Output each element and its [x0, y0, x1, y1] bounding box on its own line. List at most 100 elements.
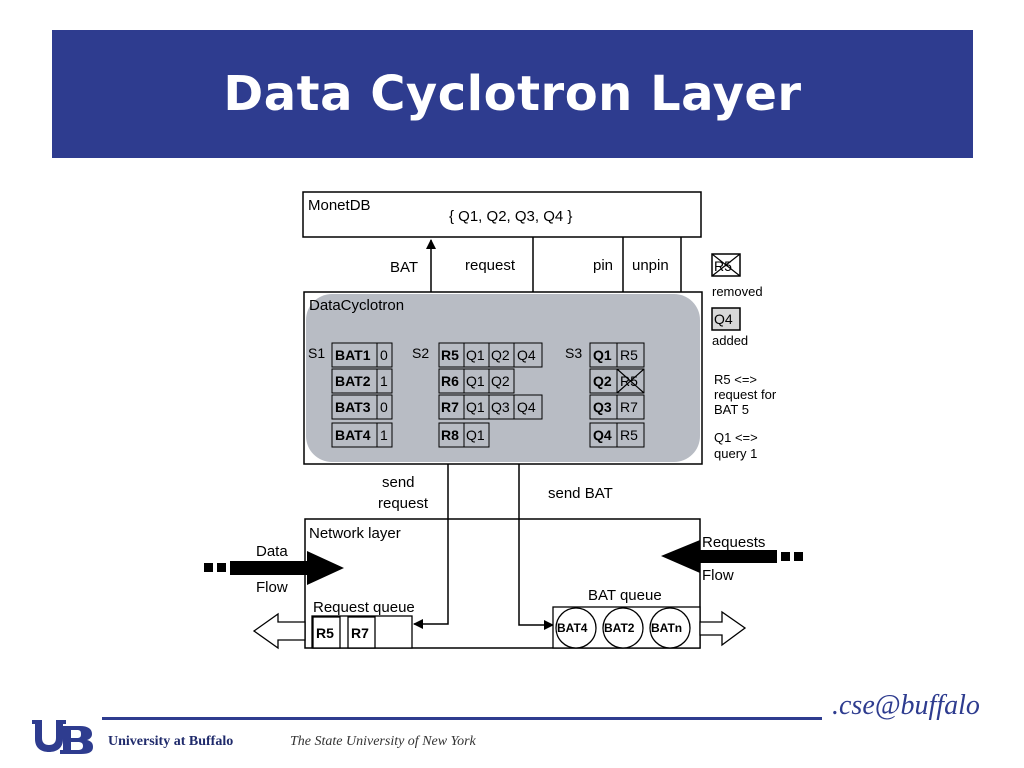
table-row: Q1 R5 [589, 342, 645, 368]
table-row: BAT2 1 [331, 368, 393, 394]
s3-query: Q4 [593, 427, 612, 443]
s1-bat: BAT3 [335, 399, 371, 415]
s3-request: R7 [620, 399, 638, 415]
s3-request: R5 [620, 347, 638, 363]
s2-query: Q2 [491, 373, 510, 389]
s3-query: Q3 [593, 399, 612, 415]
network-label: Network layer [309, 525, 401, 542]
data-flow-dot [217, 563, 226, 572]
cyclotron-label: DataCyclotron [309, 297, 404, 314]
s2-query: Q1 [466, 399, 485, 415]
legend-added-box-label: Q4 [714, 311, 733, 327]
table-row: Q4 R5 [589, 422, 645, 448]
table-row: BAT3 0 [331, 394, 393, 420]
legend-r5-line1: R5 <=> [714, 372, 757, 387]
table-row: Q2 R5 [589, 368, 645, 394]
s2-query: Q1 [466, 427, 485, 443]
s2-query: Q1 [466, 373, 485, 389]
table-row: Q3 R7 [589, 394, 645, 420]
data-flow-line1: Data [256, 543, 288, 560]
s2-request: R5 [441, 347, 459, 363]
s2-query: Q3 [491, 399, 510, 415]
legend-q1-line2: query 1 [714, 446, 757, 461]
slide-title: Data Cyclotron Layer [223, 66, 802, 122]
legend-cross [711, 253, 741, 277]
s1-label: S1 [308, 345, 325, 361]
data-flow-line2: Flow [256, 579, 288, 596]
arrow-request-label: request [465, 257, 516, 274]
requests-flow-line2: Flow [702, 567, 734, 584]
s3-table: Q1 R5 Q2 R5 Q3 R7 Q4 R5 [589, 342, 645, 448]
s2-query: Q4 [517, 399, 536, 415]
arrow-unpin-label: unpin [632, 257, 669, 274]
s1-table: BAT1 0 BAT2 1 BAT3 0 BAT4 1 [331, 342, 393, 448]
data-flow-arrow [230, 551, 344, 585]
bat-queue-label: BAT queue [588, 587, 662, 604]
s1-flag: 0 [380, 347, 388, 363]
legend-removed-box-label: R5 [714, 258, 732, 274]
legend-added-box [711, 307, 741, 331]
removed-cross [616, 368, 645, 394]
request-queue-item: R7 [351, 625, 369, 641]
cse-buffalo-logo: .cse@buffalo [832, 690, 980, 721]
s2-label: S2 [412, 345, 429, 361]
footer-suny: The State University of New York [290, 734, 476, 749]
table-row: BAT4 1 [331, 422, 393, 448]
send-bat-label: send BAT [548, 485, 613, 502]
s3-query: Q2 [593, 373, 612, 389]
footer-university: University at Buffalo [108, 734, 234, 749]
legend-q1-line1: Q1 <=> [714, 430, 758, 445]
footer-rule [102, 717, 822, 720]
requests-flow-line1: Requests [702, 534, 765, 551]
legend-removed-text: removed [712, 284, 763, 299]
send-request-line2: request [378, 495, 429, 512]
requests-flow-arrow [661, 540, 777, 573]
s2-request: R6 [441, 373, 459, 389]
s1-bat: BAT2 [335, 373, 371, 389]
data-flow-dot [204, 563, 213, 572]
s1-bat: BAT4 [335, 427, 371, 443]
bat-queue-item [602, 607, 644, 649]
table-row: R7 Q1 Q3 Q4 [438, 394, 543, 420]
bat-queue-item [649, 607, 691, 649]
s1-flag: 1 [380, 427, 388, 443]
s2-table: R5 Q1 Q2 Q4 R6 Q1 Q2 R7 Q1 Q3 Q4 R8 Q1 [438, 342, 543, 448]
cyclotron-ring [306, 294, 700, 462]
s2-query: Q1 [466, 347, 485, 363]
s2-request: R7 [441, 399, 459, 415]
requests-flow-dot [794, 552, 803, 561]
bat-queue-item-label: BATn [651, 621, 682, 635]
s1-flag: 0 [380, 399, 388, 415]
legend: R5 removed Q4 added R5 <=> request for B… [711, 253, 777, 461]
bat-queue-item-label: BAT4 [557, 621, 588, 635]
ub-logo [32, 720, 93, 754]
send-request-line1: send [382, 474, 415, 491]
bat-queue-item-label: BAT2 [604, 621, 635, 635]
s1-bat: BAT1 [335, 347, 371, 363]
table-row: R8 Q1 [438, 422, 490, 448]
s3-query: Q1 [593, 347, 612, 363]
request-queue-out-arrow [252, 612, 306, 650]
send-bat-arrow [518, 464, 554, 630]
request-queue-item: R5 [316, 625, 334, 641]
queue-item [312, 616, 341, 649]
legend-r5-line2: request for [714, 387, 777, 402]
monetdb-label: MonetDB [308, 197, 371, 214]
query-set: { Q1, Q2, Q3, Q4 } [449, 208, 572, 225]
s2-request: R8 [441, 427, 459, 443]
queue-item [347, 616, 376, 649]
table-row: R5 Q1 Q2 Q4 [438, 342, 543, 368]
bat-queue-out-arrow [699, 610, 747, 647]
table-row: BAT1 0 [331, 342, 393, 368]
arrow-pin-label: pin [593, 257, 613, 274]
requests-flow-dot [781, 552, 790, 561]
s3-label: S3 [565, 345, 582, 361]
arrow-bat-label: BAT [390, 259, 418, 276]
monetdb-box [302, 191, 702, 238]
request-queue-label: Request queue [313, 599, 415, 616]
title-bar: Data Cyclotron Layer [52, 30, 973, 158]
s1-flag: 1 [380, 373, 388, 389]
s3-request-removed: R5 [620, 373, 638, 389]
s3-request: R5 [620, 427, 638, 443]
